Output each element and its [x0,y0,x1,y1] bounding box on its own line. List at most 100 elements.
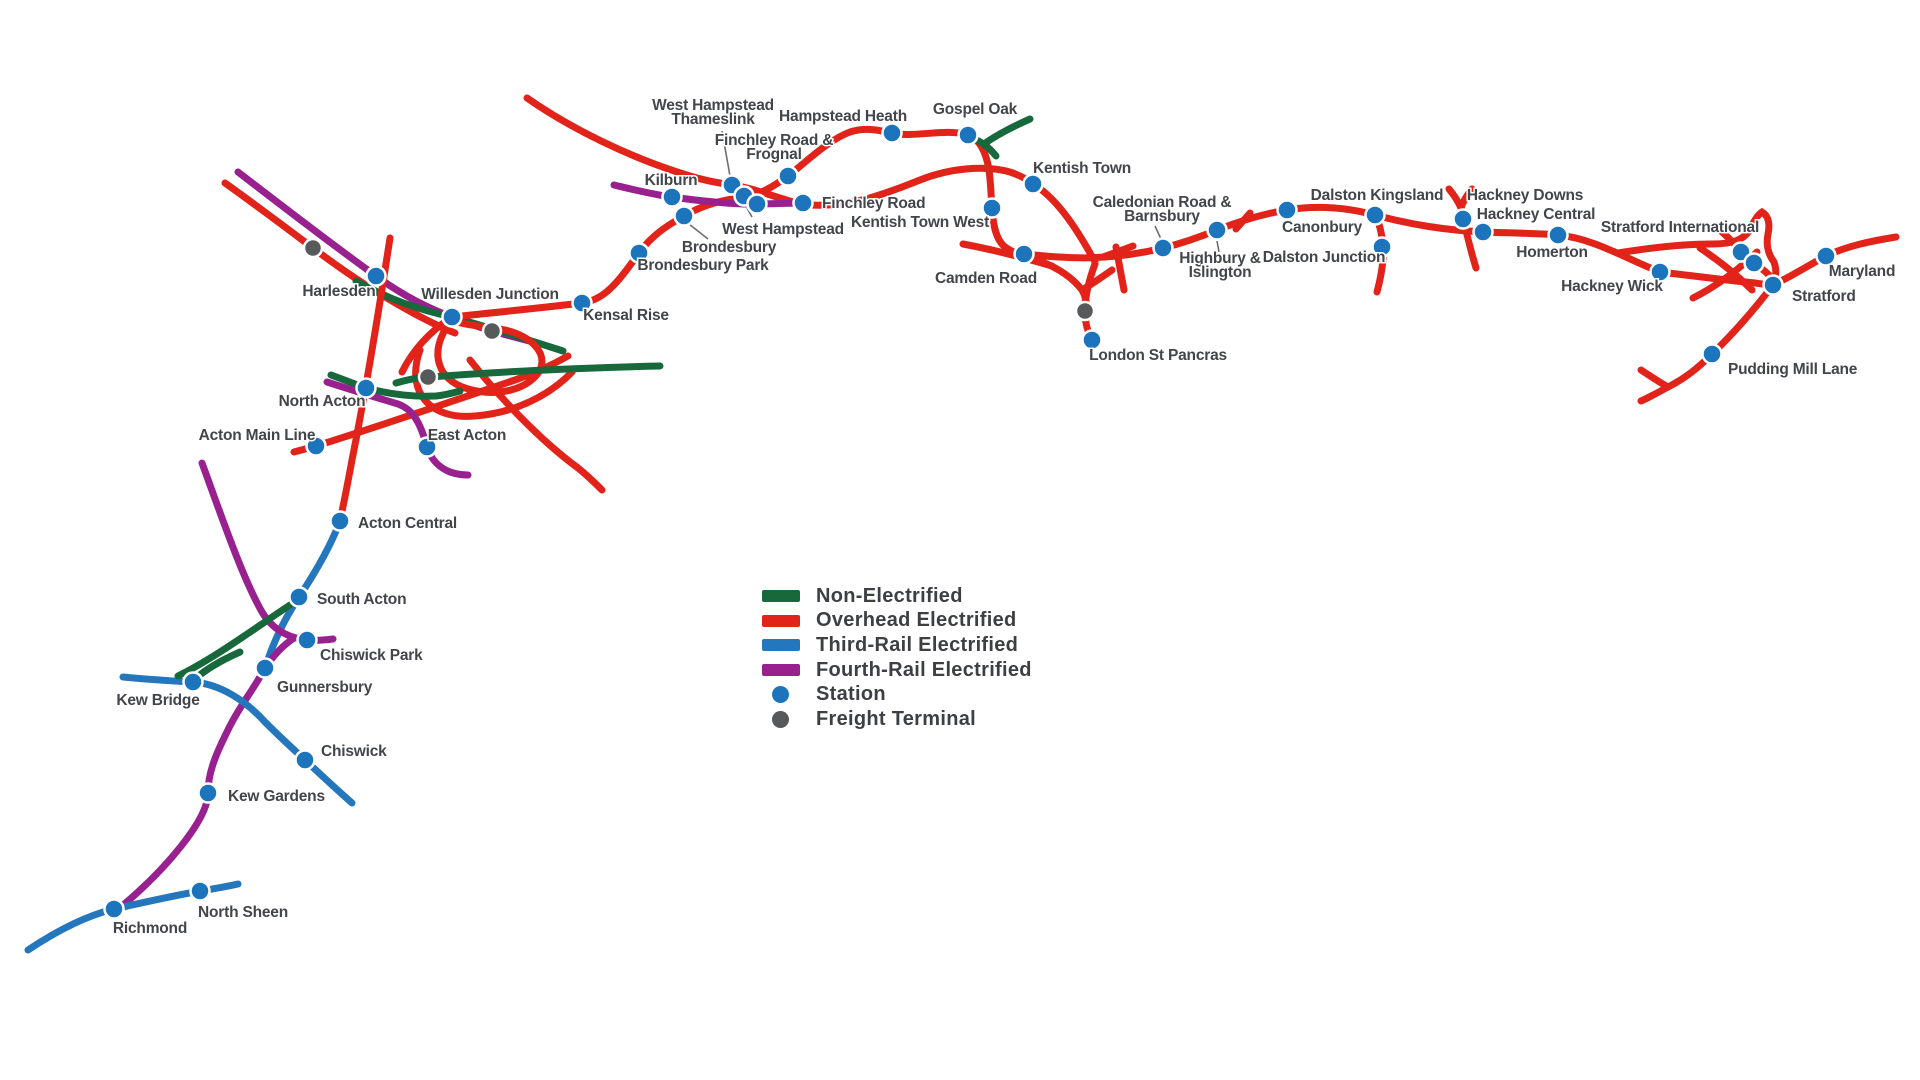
label-pointer [721,130,731,177]
station-label: Kew Bridge [116,692,200,709]
station-label: Chiswick [321,743,387,760]
rail-line-kew-bridge-blue [119,673,356,807]
station-dot [182,671,204,693]
rail-line-stratford-upper [1614,207,1780,289]
legend-label: Overhead Electrified [816,609,1017,632]
station-dot [1649,261,1671,283]
station-dot [254,657,276,679]
legend-row-non-electrified: Non-Electrified [762,584,1032,607]
rail-line-stratford-x2 [1696,244,1756,294]
station-dot [103,898,125,920]
label-pointer [1216,240,1220,253]
station-dot [746,193,768,215]
legend-label: Third-Rail Electrified [816,633,1019,656]
station-label: London St Pancras [1089,347,1227,364]
station-dot [1364,204,1386,226]
station-label: North Sheen [198,904,288,921]
rail-line-na-green-low [327,371,464,400]
station-label: Willesden Junction [421,286,559,303]
station-label: North Acton [279,393,366,410]
rail-line-pudding-fork2 [1637,383,1672,405]
stations-group [103,122,1837,920]
station-label: Finchley Road &Frognal [715,132,833,163]
station-dot [661,186,683,208]
station-dot [365,265,387,287]
station-dot [957,124,979,146]
station-label: Brondesbury Park [637,257,769,274]
station-label: Hackney Downs [1467,187,1583,204]
station-label: Stratford International [1601,219,1759,236]
station-dot [1452,208,1474,230]
legend-label: Fourth-Rail Electrified [816,658,1032,681]
station-label: Maryland [1829,263,1895,280]
station-label: Hampstead Heath [779,108,907,125]
station-dot [305,435,327,457]
station-dot [441,306,463,328]
legend-label: Freight Terminal [816,707,977,730]
station-label: Finchley Road [822,195,925,212]
freight-terminal-dot [417,366,439,388]
station-label: Homerton [1516,244,1588,261]
station-dot [1276,199,1298,221]
station-label: Kentish Town [1033,160,1131,177]
station-dot [1152,237,1174,259]
rail-line-wj-loop1a [434,324,544,396]
station-label: Canonbury [1282,219,1363,236]
station-dot [416,436,438,458]
freight-terminal-dot [302,237,324,259]
station-dot [1472,221,1494,243]
station-dot [881,122,903,144]
station-dot [189,880,211,902]
station-label: Harlesden [302,283,375,300]
rail-line-na-green-high [392,362,664,387]
station-dot [288,586,310,608]
station-label: Richmond [113,920,187,937]
station-label: Dalston Kingsland [1311,187,1444,204]
station-label: Chiswick Park [320,647,423,664]
station-label: Stratford [1792,288,1856,305]
station-label: East Acton [428,427,506,444]
overhead-electrified-line-swatch [762,614,800,627]
station-dot [1815,245,1837,267]
station-label: Kilburn [645,172,698,189]
station-dot [197,782,219,804]
legend-row-fourth-rail: Fourth-Rail Electrified [762,658,1032,681]
station-label: Kensal Rise [583,307,669,324]
station-dot [673,205,695,227]
station-dot-icon [772,686,789,704]
station-label: Pudding Mill Lane [1728,361,1858,378]
station-dot [296,629,318,651]
rail-line-richmond-blue [24,880,242,954]
station-dot [294,749,316,771]
station-label: Caledonian Road &Barnsbury [1093,194,1232,225]
station-dot [1013,243,1035,265]
legend: Non-Electrified Overhead Electrified Thi… [762,584,1032,736]
legend-row-overhead-electrified: Overhead Electrified [762,609,1032,631]
station-dot [1762,274,1784,296]
label-pointer [644,260,658,267]
station-dot [1206,219,1228,241]
rail-line-gospel-green-ne [980,115,1034,148]
rail-line-hi-tick [1232,209,1254,233]
station-label: Kew Gardens [228,788,325,805]
freight-terminal-dot [481,320,503,342]
legend-label: Non-Electrified [816,584,963,607]
station-label: Kentish Town West [851,214,989,231]
station-label: West Hampstead [722,221,844,238]
freight-terminal-dot-icon [772,710,789,728]
station-dot [1022,173,1044,195]
fourth-rail-line-swatch [762,664,800,677]
station-dot [1701,343,1723,365]
station-dot [571,292,593,314]
station-dot [981,197,1003,219]
station-dot [355,377,377,399]
station-label: Gunnersbury [277,679,373,696]
station-dot [1547,224,1569,246]
label-pointer [1154,225,1162,240]
freight-terminal-dot [1074,300,1096,322]
rail-line-camden-tri2 [1078,266,1116,294]
rail-line-wll-se [466,356,606,494]
